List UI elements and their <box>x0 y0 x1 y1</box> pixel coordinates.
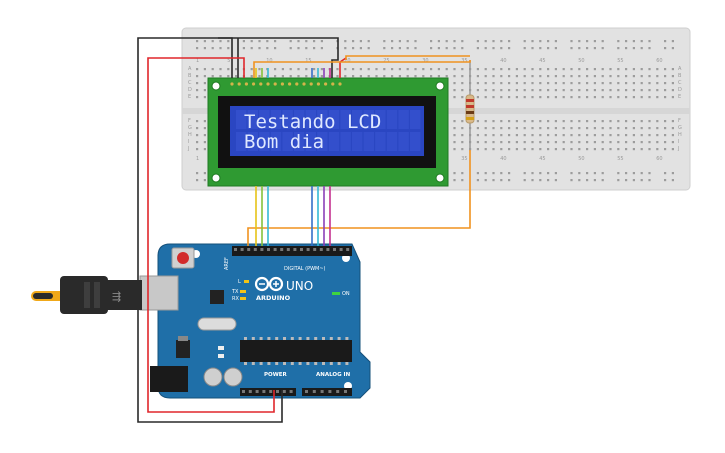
tx-label: TX <box>231 289 239 295</box>
wire-orange-backlight[interactable] <box>253 60 471 78</box>
aref-label: AREF <box>224 257 230 270</box>
breadboard-col-number: 40 <box>500 58 506 64</box>
breadboard-col-number: 60 <box>656 58 662 64</box>
breadboard-col-number: 50 <box>578 156 584 162</box>
breadboard-col-number: 35 <box>461 58 467 64</box>
rx-led <box>240 297 246 300</box>
breadboard-row-letter: G <box>188 125 192 131</box>
breadboard-row-letter: J <box>677 146 679 152</box>
breadboard-row-letter: D <box>678 87 682 93</box>
breadboard-col-number: 1 <box>196 58 199 64</box>
power-label: POWER <box>264 372 288 378</box>
breadboard-row-letter: E <box>188 94 191 100</box>
breadboard-col-number: 1 <box>196 156 199 162</box>
breadboard-col-number: 40 <box>500 156 506 162</box>
breadboard-col-number: 60 <box>656 156 662 162</box>
wire-orange-resistor[interactable] <box>247 150 471 246</box>
breadboard-col-number: 10 <box>266 58 272 64</box>
capacitor-2 <box>223 367 243 387</box>
breadboard-row-letter: G <box>678 125 682 131</box>
breadboard-row-letter: F <box>678 118 681 124</box>
breadboard-col-number: 45 <box>539 58 545 64</box>
l-label: L <box>238 279 241 285</box>
breadboard-col-number: 55 <box>617 156 623 162</box>
breadboard-row-letter: E <box>678 94 681 100</box>
breadboard-row-letter: F <box>188 118 191 124</box>
breadboard-col-number: 35 <box>461 156 467 162</box>
breadboard-col-number: 5 <box>227 58 230 64</box>
breadboard-col-number: 15 <box>305 58 311 64</box>
analog-label: ANALOG IN <box>316 372 351 378</box>
breadboard-row-letter: J <box>187 146 189 152</box>
reset-button-cap[interactable] <box>177 252 189 264</box>
breadboard-row-letter: C <box>678 80 682 86</box>
atmega-chip <box>240 340 352 362</box>
logo-text: ARDUINO <box>256 294 291 302</box>
tx-led <box>240 290 246 293</box>
breadboard-row-letter: C <box>188 80 192 86</box>
breadboard-row-letter: D <box>188 87 192 93</box>
rx-label: RX <box>232 296 239 302</box>
power-jack <box>150 366 188 392</box>
digital-header <box>232 246 352 256</box>
resistor[interactable] <box>465 60 475 150</box>
capacitor-1 <box>203 367 223 387</box>
model-label: UNO <box>286 279 313 293</box>
arduino-uno-board[interactable]: DIGITAL (PWM~) AREF L TX RX ARDUINO UNO … <box>139 243 371 399</box>
usb-jack <box>139 275 179 311</box>
l-led <box>244 280 249 283</box>
breadboard-col-number: 55 <box>617 58 623 64</box>
arduino-logo: ARDUINO <box>254 276 291 302</box>
crystal <box>197 317 237 331</box>
breadboard-row-letter: B <box>188 73 192 79</box>
breadboard-row-letter: A <box>188 66 192 72</box>
power-header <box>240 388 296 396</box>
wires <box>137 37 471 423</box>
breadboard-row-letter: I <box>188 139 189 145</box>
wire-orange-lcd-top[interactable] <box>345 55 470 60</box>
breadboard-row-letter: A <box>678 66 682 72</box>
usb-chip <box>210 290 224 304</box>
lcd-line-2: Bom dia <box>244 131 324 153</box>
breadboard-col-number: 30 <box>422 58 428 64</box>
voltage-regulator <box>176 340 190 358</box>
breadboard-row-letter: I <box>678 139 679 145</box>
wire-red-5v[interactable] <box>147 57 275 413</box>
on-label: ON <box>342 291 350 297</box>
wire-black-rw[interactable] <box>218 37 339 78</box>
breadboard-row-letter: H <box>678 132 682 138</box>
digital-label: DIGITAL (PWM~) <box>284 266 326 272</box>
on-led <box>332 292 340 295</box>
lcd-module[interactable]: Testando LCD Bom dia <box>207 77 449 187</box>
analog-header <box>302 388 352 396</box>
lcd-line-1: Testando LCD <box>244 111 381 133</box>
usb-symbol-icon: ⇶ <box>112 290 121 303</box>
usb-cable[interactable]: ⇶ <box>31 276 142 314</box>
lcd-header-pins <box>230 82 342 86</box>
breadboard-col-number: 20 <box>344 58 350 64</box>
breadboard-row-letter: H <box>188 132 192 138</box>
lcd-character-cells <box>236 110 421 151</box>
breadboard-col-number: 25 <box>383 58 389 64</box>
breadboard-col-number: 50 <box>578 58 584 64</box>
digital-pin-holes <box>234 248 350 251</box>
wire-black-gnd[interactable] <box>137 37 283 423</box>
breadboard-row-letter: B <box>678 73 682 79</box>
breadboard-col-number: 45 <box>539 156 545 162</box>
